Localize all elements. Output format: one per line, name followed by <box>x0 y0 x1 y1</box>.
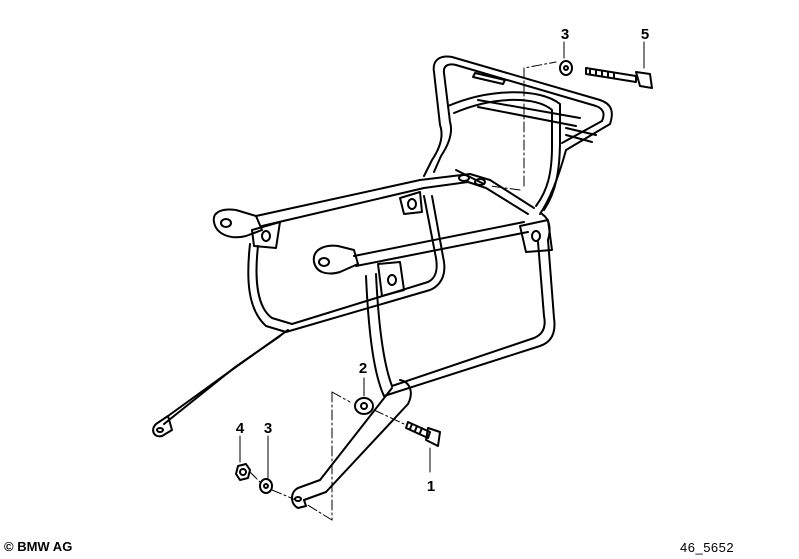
left-side-frame <box>152 179 446 438</box>
part-label-1: 1 <box>427 478 435 495</box>
part-label-3-top: 3 <box>561 26 569 43</box>
part-label-5: 5 <box>641 26 649 43</box>
right-side-frame <box>291 213 556 509</box>
part-label-2: 2 <box>359 360 367 377</box>
center-crossbar <box>419 169 535 215</box>
part-label-3-bottom: 3 <box>264 420 272 437</box>
nut-part-4 <box>235 463 251 481</box>
washer-part-3-bottom <box>259 478 273 494</box>
washer-part-2 <box>354 397 374 415</box>
bolt-part-5 <box>585 67 653 89</box>
leader-lines <box>239 41 645 479</box>
drawing-code: 46_5652 <box>680 540 735 555</box>
copyright-notice: © BMW AG <box>4 539 73 554</box>
washer-part-3-top <box>559 60 573 76</box>
top-carrier-loop <box>423 55 613 215</box>
bolt-part-1 <box>405 421 441 447</box>
part-label-4: 4 <box>236 420 245 437</box>
assembly-axis-lines <box>249 61 557 521</box>
